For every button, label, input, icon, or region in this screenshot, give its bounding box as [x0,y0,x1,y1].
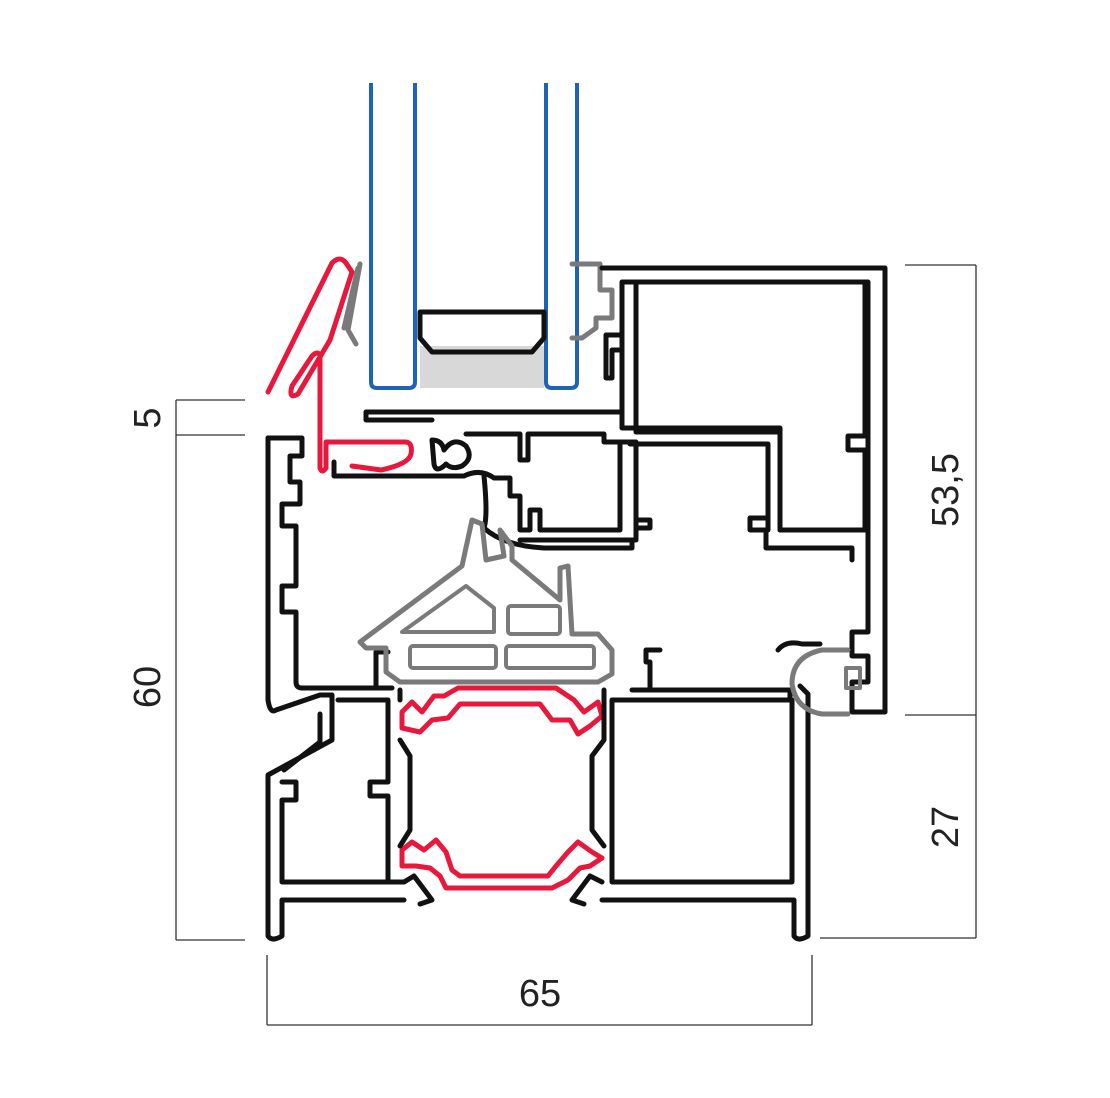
glass-unit [369,83,579,390]
frame-profile [265,435,811,942]
sash-profile [331,265,888,715]
bulb-gasket [789,647,862,717]
dim-label-65: 65 [519,973,561,1015]
dim-label-53-5: 53,5 [925,453,967,527]
dimension-lines [175,264,977,1026]
glazing-gasket [341,261,363,347]
dim-label-27: 27 [925,806,967,848]
dim-label-5: 5 [127,407,169,428]
dim-label-60: 60 [127,666,169,708]
center-gasket-chambers [400,584,596,670]
center-gasket [357,517,615,685]
outer-gasket [569,261,615,341]
thermal-break [399,685,605,891]
glazing-seal [265,256,414,474]
chamber-walls [397,687,607,907]
spacer [417,309,547,355]
